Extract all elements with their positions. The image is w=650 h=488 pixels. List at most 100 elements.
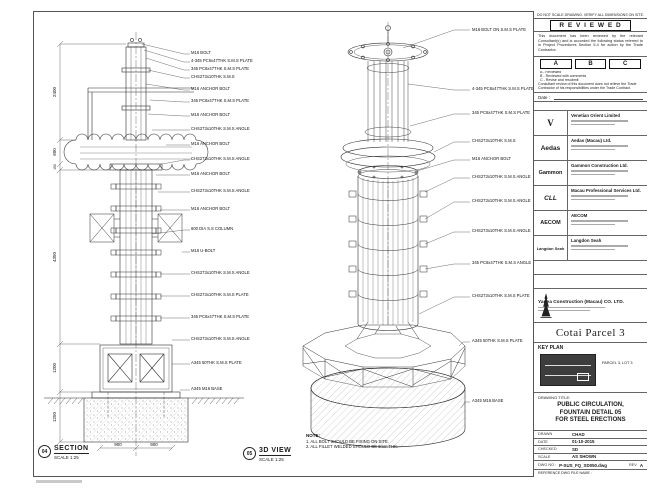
reviewed-footnote: Consultant review of this document does …: [534, 82, 647, 93]
langdon-seah-logo: Langdon Seah: [534, 236, 568, 260]
status-desc: B - Reviewed with comments: [540, 73, 587, 78]
section-drawing: 2400 600 150 4350 1200 1250 900 900: [44, 32, 244, 456]
callout-label: 345 PC6x47THK S.M.S PLATE: [191, 98, 250, 103]
aecom-logo: AECOM: [534, 211, 568, 235]
side-brackets: [89, 213, 183, 243]
key-plan-ref: PARCEL 3, LOT 3: [602, 361, 633, 365]
empty-row: [534, 261, 647, 275]
iso-view-label: 05 3D VIEW SCALE 1:25: [243, 447, 292, 462]
view-scale: SCALE 1:25: [54, 455, 79, 460]
dim-label: 600: [52, 148, 57, 156]
upper-column: [121, 46, 151, 141]
dim-label: 4350: [52, 251, 57, 262]
title-block: DO NOT SCALE DRAWING. VERIFY ALL DIMENSI…: [533, 11, 647, 477]
rev-value: A: [639, 462, 643, 468]
note-line: 2. ALL FILLET WELDED SHOULD BE 6mm THK.: [306, 443, 399, 449]
view-title: SECTION: [54, 445, 89, 454]
callout-label: A345 50THK S.M.S PLATE: [472, 338, 523, 343]
callout-leaders: [141, 43, 190, 391]
note-title: NOTE:: [306, 433, 320, 438]
dim-label: 1250: [52, 411, 57, 422]
callout-label: M16 ANCHOR BOLT: [191, 112, 231, 117]
dim-label: 900: [150, 442, 158, 447]
dim-label: 150: [53, 164, 57, 170]
company-name: Aedas (Macau) Ltd.: [571, 138, 612, 143]
callout-label: CHS273x10THK S.M.S: [472, 138, 516, 143]
reviewed-stamp: R E V I E W E D: [534, 19, 647, 32]
status-option-a: A: [540, 59, 572, 69]
key-plan-diagram: [540, 354, 596, 386]
callout-label: CHS273x10THK S.M.S ANGLE: [472, 174, 531, 179]
decorative-ring: [340, 138, 436, 173]
callout-label: 345 PC6x47THK S.M.S PLATE: [191, 66, 250, 71]
status-option-c: C: [609, 59, 642, 69]
status-option-b: B: [574, 59, 607, 69]
drawing-title-line: FOUNTAIN DETAIL 05: [559, 409, 622, 416]
callout-label: CHS273x10THK S.M.S ANGLE: [191, 188, 250, 193]
review-date-row: Date :: [534, 93, 647, 102]
ring-stiffeners: [348, 190, 428, 301]
callout-label: M16 U-BOLT: [191, 248, 216, 253]
callout-label: CHS273x10THK S.M.S ANGLE: [191, 336, 250, 341]
meta-row: CHECKED SD: [534, 446, 647, 454]
callout-leaders: [402, 29, 470, 409]
callout-label: A345 M16 BASE: [472, 398, 504, 403]
rev-label: REV: [629, 463, 637, 467]
meta-label: DRAWN: [538, 432, 553, 437]
flange-ring: [357, 165, 419, 179]
dwg-no-value: P-SUS_FQ_SD050.dwg: [559, 462, 607, 468]
meta-label: SCALE: [538, 454, 551, 459]
dim-label: 1200: [52, 362, 57, 373]
callout-label: CHS273x10THK S.M.S ANGLE: [472, 228, 531, 233]
view-ref-badge: 05: [243, 447, 256, 460]
callout-label: CHS273x10THK S.M.S PLATE: [472, 293, 530, 298]
plot-stamp: [36, 480, 82, 483]
callout-label: 4-345 PC6x47THK S.M.S PLATE: [472, 86, 534, 91]
callout-label: CHS273x10THK S.M.S: [191, 74, 235, 79]
revision-row: [534, 102, 647, 111]
company-name: Gammon Construction Ltd.: [571, 163, 628, 168]
callout-label: CHS273x10THK S.M.S PLATE: [191, 292, 249, 297]
callout-label: A345 M16 BASE: [191, 386, 223, 391]
status-desc: C - Revise and resubmit: [540, 77, 579, 82]
callout-label: 600 DIA S.S COLUMN: [191, 226, 234, 231]
company-name: Langdon Seah: [571, 238, 602, 243]
notes-block: NOTE: 1. ALL BOLT SHOULD BE FIXING ON SI…: [306, 433, 416, 449]
key-plan: KEY PLAN PARCEL 3, LOT 3: [534, 343, 647, 393]
drawing-title-line: PUBLIC CIRCULATION,: [557, 402, 624, 408]
contractor-name: Yadea Construction (Macau) CO. LTD.: [538, 299, 624, 305]
drawing-title-label: DRAWING TITLE:: [538, 395, 571, 400]
dim-label: 900: [114, 442, 122, 447]
contractor-stamp: Yadea Construction (Macau) CO. LTD.: [534, 289, 647, 323]
decorative-ring: [63, 133, 209, 171]
callout-label: A345 50THK S.M.S PLATE: [191, 360, 242, 365]
support-arm: [87, 87, 194, 140]
callout-label: CHS273x10THK S.M.S ANGLE: [191, 270, 250, 275]
company-name: Macau Professional Services Ltd.: [571, 188, 641, 193]
callout-label: CHS273x10THK S.M.S ANGLE: [191, 156, 250, 161]
venetian-logo: V: [534, 111, 568, 135]
meta-table: DRAWN CHAD DATE 01-10-2015 CHECKED SD SC…: [534, 431, 647, 461]
column-shaft: [119, 169, 153, 345]
iso-drawing: [302, 22, 470, 448]
drawing-title-line: FOR STEEL ERECTIONS: [555, 417, 626, 423]
dimension-chain: [56, 40, 176, 452]
gammon-logo: Gammon: [534, 161, 568, 185]
pedestal: [310, 367, 466, 448]
callout-label: CHS273x10THK S.M.S ANGLE: [472, 198, 531, 203]
review-status-options: A B C: [534, 57, 647, 71]
callout-label: M16 ANCHOR BOLT: [191, 171, 231, 176]
project-name: Cotai Parcel 3: [534, 323, 647, 343]
view-ref-badge: 04: [38, 445, 51, 458]
callout-label: M16 BOLT ON S.M.S PLATE: [472, 27, 526, 32]
company-row: Gammon Gammon Construction Ltd.: [534, 161, 647, 186]
company-row: V Venetian Orient Limited: [534, 111, 647, 136]
upper-rods: [364, 61, 412, 142]
drawing-title-block: DRAWING TITLE: PUBLIC CIRCULATION, FOUNT…: [534, 393, 647, 431]
view-title: 3D VIEW: [259, 447, 292, 456]
base-box: [99, 344, 173, 393]
foundation: [44, 392, 244, 443]
meta-value: 01-10-2015: [572, 439, 595, 445]
column-cylinder: [357, 169, 419, 331]
